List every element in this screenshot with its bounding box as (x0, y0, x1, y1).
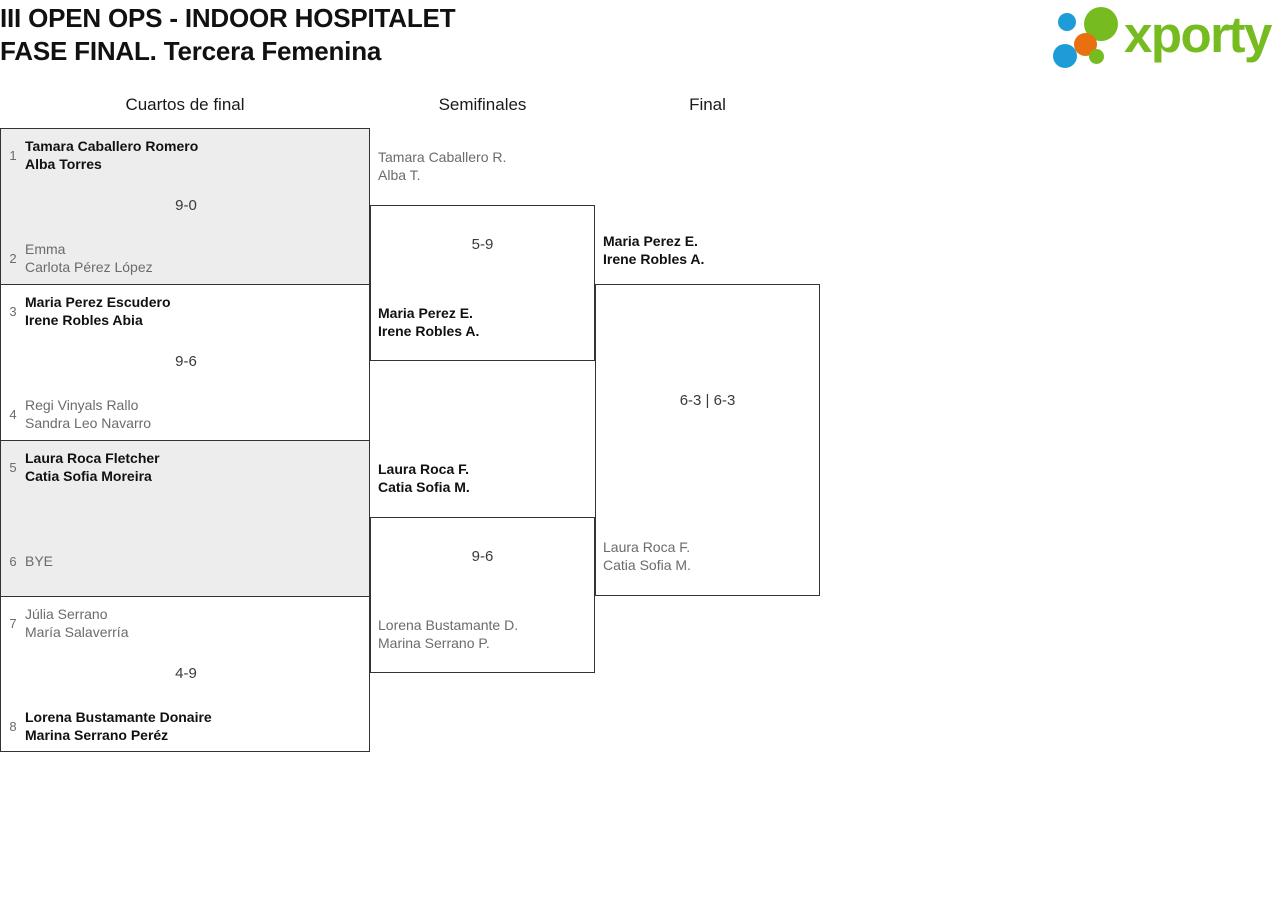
seed-number: 6 (9, 553, 17, 569)
logo-dots-icon (1052, 6, 1144, 68)
bracket-tree: 1 Tamara Caballero Romero Alba Torres 9-… (0, 128, 900, 758)
match-qf-4[interactable]: 7 Júlia Serrano María Salaverría 4-9 8 L… (0, 596, 370, 752)
sf-1-team-bottom[interactable]: Maria Perez E. Irene Robles A. (378, 304, 593, 340)
player-2-name: Carlota Pérez López (25, 259, 153, 275)
team-name: BYE (25, 552, 53, 570)
player-1-name: Lorena Bustamante D. (378, 617, 519, 633)
player-1-name: Tamara Caballero R. (378, 149, 507, 165)
match-sf-1[interactable] (370, 205, 595, 361)
sf-2-score: 9-6 (471, 548, 494, 565)
team-name: Lorena Bustamante Donaire Marina Serrano… (25, 708, 212, 744)
player-2-name: Alba Torres (25, 156, 102, 172)
match-sf-2[interactable] (370, 517, 595, 673)
player-2-name: Irene Robles A. (378, 323, 480, 339)
team-name: Júlia Serrano María Salaverría (25, 605, 128, 641)
xporty-logo: xporty (1052, 6, 1276, 68)
final-team-top[interactable]: Maria Perez E. Irene Robles A. (603, 232, 818, 268)
qf-3-team-top[interactable]: 5 Laura Roca Fletcher Catia Sofia Moreir… (1, 449, 371, 485)
sf-2-team-top[interactable]: Laura Roca F. Catia Sofia M. (378, 460, 593, 496)
title-line-1: III OPEN OPS - INDOOR HOSPITALET (0, 3, 456, 33)
qf-2-score: 9-6 (175, 353, 197, 370)
seed-number: 2 (9, 250, 17, 266)
page-header: III OPEN OPS - INDOOR HOSPITALET FASE FI… (0, 0, 1280, 90)
qf-2-team-top[interactable]: 3 Maria Perez Escudero Irene Robles Abia (1, 293, 371, 329)
sf-2-team-bottom-names[interactable]: Lorena Bustamante D. Marina Serrano P. (378, 616, 593, 652)
qf-2-team-bottom[interactable]: 4 Regi Vinyals Rallo Sandra Leo Navarro (1, 396, 371, 432)
round-header-semifinals: Semifinales (438, 95, 527, 114)
player-2-name: Sandra Leo Navarro (25, 415, 152, 431)
player-1-name: Maria Perez Escudero (25, 294, 171, 310)
player-1-name: Laura Roca F. (378, 461, 470, 477)
qf-3-team-bottom[interactable]: 6 BYE (1, 552, 371, 570)
seed-number: 7 (9, 615, 17, 631)
player-1-name: Laura Roca Fletcher (25, 450, 160, 466)
qf-4-team-bottom[interactable]: 8 Lorena Bustamante Donaire Marina Serra… (1, 708, 371, 744)
logo-dot-green-small (1089, 49, 1104, 64)
match-qf-2[interactable]: 3 Maria Perez Escudero Irene Robles Abia… (0, 284, 370, 440)
player-1-name: Regi Vinyals Rallo (25, 397, 139, 413)
player-1-name: BYE (25, 553, 54, 569)
seed-number: 8 (9, 718, 17, 734)
seed-number: 3 (9, 303, 17, 319)
round-header-final: Final (689, 95, 726, 114)
final-team-bottom[interactable]: Laura Roca F. Catia Sofia M. (603, 538, 818, 574)
player-1-name: Lorena Bustamante Donaire (25, 709, 212, 725)
title-line-2: FASE FINAL. Tercera Femenina (0, 36, 382, 66)
final-score: 6-3 | 6-3 (679, 392, 736, 409)
qf-1-score: 9-0 (175, 197, 197, 214)
player-2-name: Irene Robles Abia (25, 312, 143, 328)
player-2-name: Marina Serrano P. (378, 635, 490, 651)
logo-dot-blue-large (1053, 44, 1077, 68)
player-1-name: Emma (25, 241, 66, 257)
sf-1-team-top[interactable]: Tamara Caballero R. Alba T. (378, 148, 593, 184)
seed-number: 5 (9, 459, 17, 475)
match-qf-3[interactable]: 5 Laura Roca Fletcher Catia Sofia Moreir… (0, 440, 370, 596)
player-2-name: Catia Sofia Moreira (25, 468, 152, 484)
player-2-name: Irene Robles A. (603, 251, 705, 267)
player-1-name: Maria Perez E. (603, 233, 698, 249)
logo-dot-blue-small (1058, 13, 1076, 31)
sf-1-score: 5-9 (471, 236, 494, 253)
player-2-name: Alba T. (378, 167, 421, 183)
qf-4-score: 4-9 (175, 665, 197, 682)
match-qf-1[interactable]: 1 Tamara Caballero Romero Alba Torres 9-… (0, 128, 370, 284)
player-1-name: Tamara Caballero Romero (25, 138, 199, 154)
player-1-name: Maria Perez E. (378, 305, 473, 321)
team-name: Tamara Caballero Romero Alba Torres (25, 137, 198, 173)
qf-1-team-top[interactable]: 1 Tamara Caballero Romero Alba Torres (1, 137, 371, 173)
seed-number: 1 (9, 147, 17, 163)
qf-1-team-bottom[interactable]: 2 Emma Carlota Pérez López (1, 240, 371, 276)
tournament-title: III OPEN OPS - INDOOR HOSPITALET FASE FI… (0, 2, 456, 68)
player-2-name: María Salaverría (25, 624, 129, 640)
qf-4-team-top[interactable]: 7 Júlia Serrano María Salaverría (1, 605, 371, 641)
player-2-name: Catia Sofia M. (603, 557, 691, 573)
player-2-name: Catia Sofia M. (378, 479, 470, 495)
match-final[interactable] (595, 284, 820, 596)
team-name: Laura Roca Fletcher Catia Sofia Moreira (25, 449, 160, 485)
seed-number: 4 (9, 406, 17, 422)
team-name: Maria Perez Escudero Irene Robles Abia (25, 293, 171, 329)
logo-wordmark: xporty (1124, 6, 1272, 63)
team-name: Regi Vinyals Rallo Sandra Leo Navarro (25, 396, 151, 432)
player-2-name: Marina Serrano Peréz (25, 727, 169, 743)
player-1-name: Laura Roca F. (603, 539, 691, 555)
round-header-quarterfinals: Cuartos de final (125, 95, 245, 114)
team-name: Emma Carlota Pérez López (25, 240, 153, 276)
player-1-name: Júlia Serrano (25, 606, 108, 622)
